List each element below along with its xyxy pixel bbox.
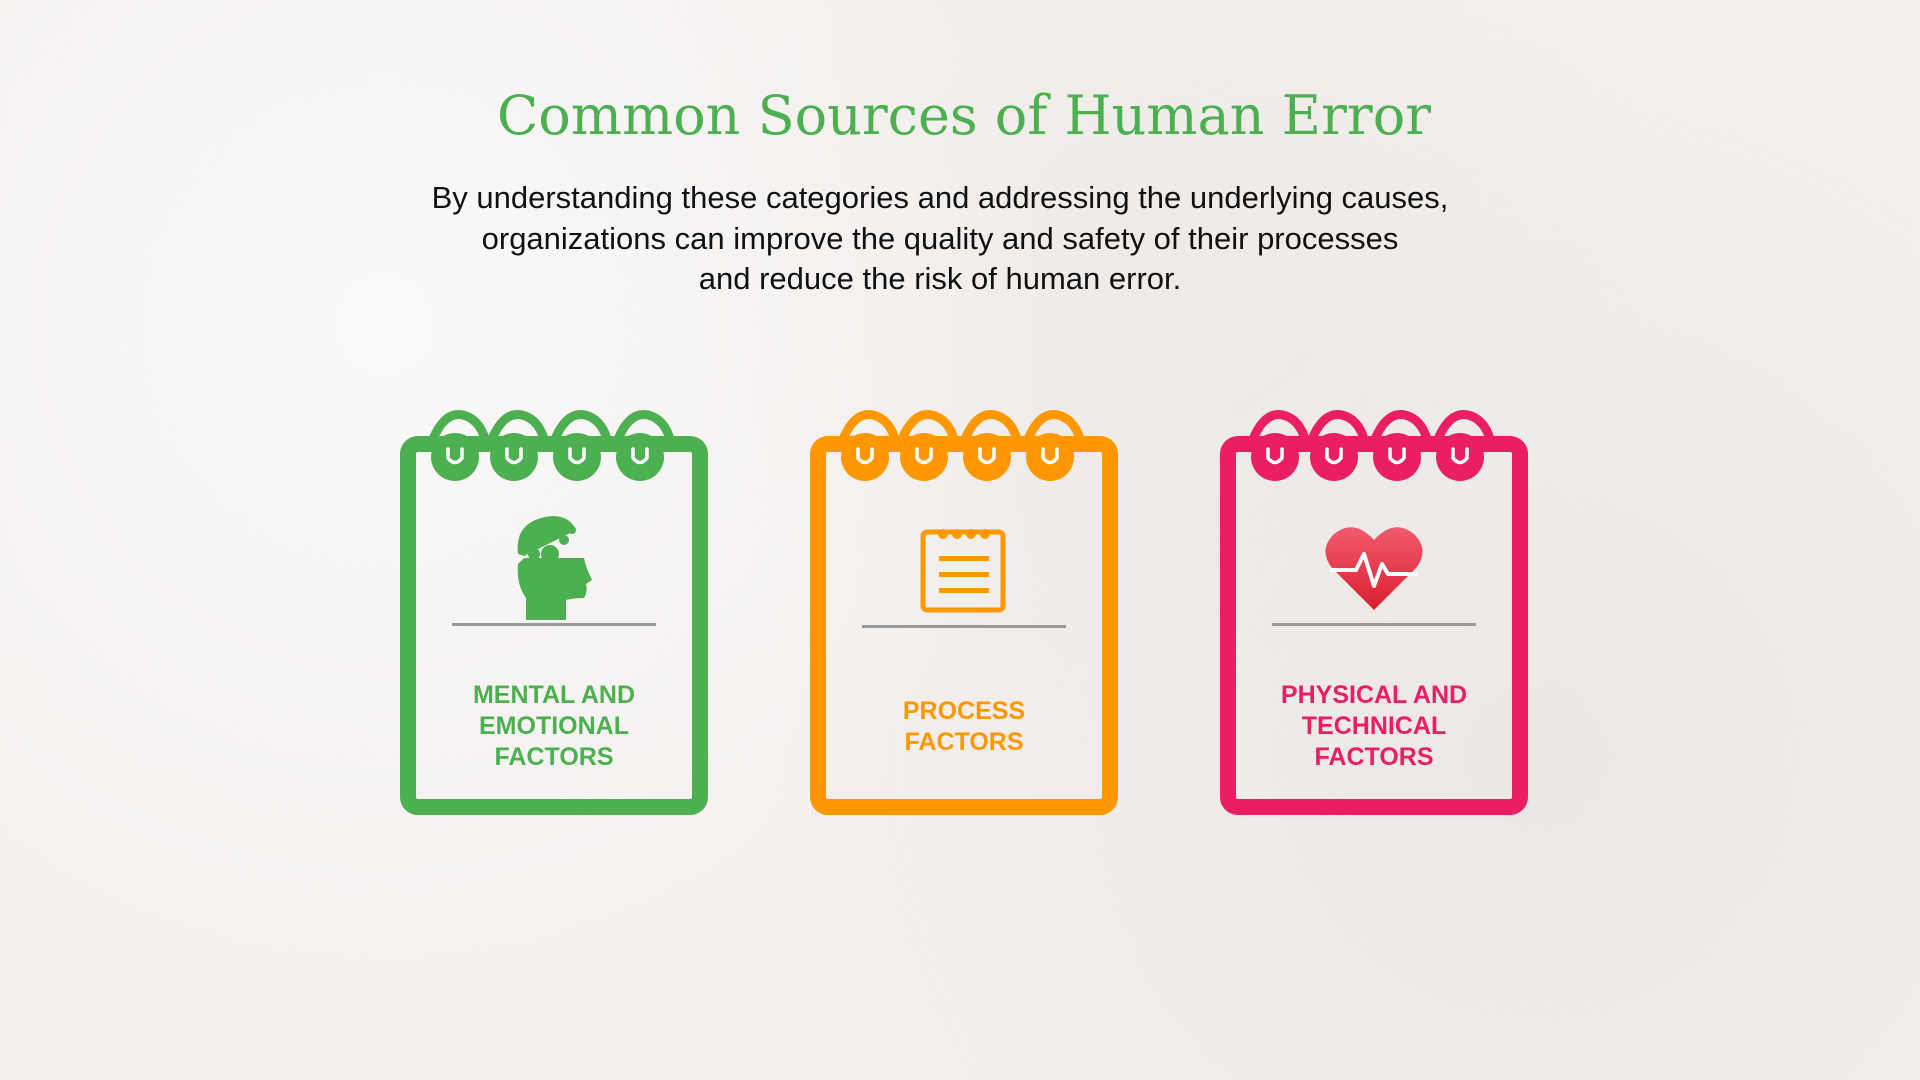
notepad-icon bbox=[920, 529, 1006, 613]
divider bbox=[862, 625, 1066, 628]
head-gears-icon bbox=[517, 516, 592, 620]
card-process: PROCESS FACTORS bbox=[810, 410, 1118, 815]
spiral-rings-icon bbox=[428, 410, 675, 481]
subtitle-line: organizations can improve the quality an… bbox=[481, 220, 1399, 256]
subtitle-line: By understanding these categories and ad… bbox=[431, 180, 1449, 215]
spiral-rings-icon bbox=[838, 410, 1085, 481]
divider bbox=[452, 623, 656, 626]
card-mental-emotional: MENTAL AND EMOTIONAL FACTORS bbox=[400, 410, 708, 815]
spiral-rings-icon bbox=[1248, 410, 1495, 481]
page-title: Common Sources of Human Error bbox=[496, 84, 1432, 147]
card-label: MENTAL AND EMOTIONAL FACTORS bbox=[472, 681, 636, 771]
card-label: PROCESS FACTORS bbox=[902, 697, 1026, 756]
divider bbox=[1272, 623, 1476, 626]
subtitle-line: and reduce the risk of human error. bbox=[698, 261, 1182, 296]
card-label: PHYSICAL AND TECHNICAL FACTORS bbox=[1280, 681, 1468, 771]
card-physical-technical: PHYSICAL AND TECHNICAL FACTORS bbox=[1220, 410, 1528, 815]
subtitle: By understanding these categories and ad… bbox=[0, 178, 1880, 300]
heart-pulse-icon bbox=[1325, 527, 1423, 610]
